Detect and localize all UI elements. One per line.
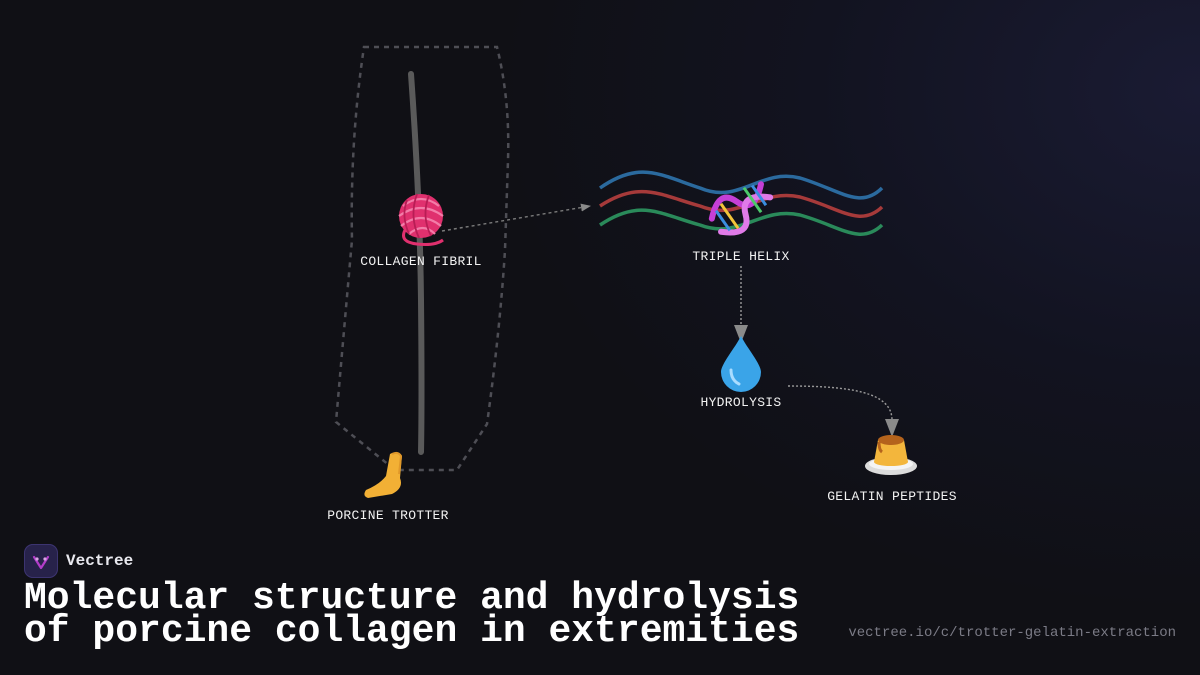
hydrolysis-label: HYDROLYSIS	[700, 395, 782, 410]
custard-pudding-icon	[865, 435, 917, 475]
arrowhead-to-hydrolysis	[734, 325, 748, 343]
source-url[interactable]: vectree.io/c/trotter-gelatin-extraction	[848, 625, 1176, 641]
helix-strand-green	[599, 208, 884, 236]
triple-helix-label: TRIPLE HELIX	[692, 249, 790, 264]
connector-fibril-to-helix	[441, 203, 591, 232]
dna-icon	[708, 181, 774, 236]
collagen-fibril-strand	[408, 71, 425, 455]
foot-icon	[364, 451, 403, 498]
arrowhead-to-gelatin	[885, 419, 899, 437]
water-droplet-icon	[721, 336, 761, 392]
trotter-outline	[334, 45, 510, 472]
vectree-logo-icon	[24, 544, 58, 578]
porcine-trotter-label: PORCINE TROTTER	[327, 508, 449, 523]
helix-strand-blue	[598, 170, 884, 200]
page-title: Molecular structure and hydrolysis of po…	[24, 577, 800, 653]
yarn-ball-icon	[398, 193, 444, 246]
brand: Vectree	[24, 544, 133, 578]
collagen-fibril-label: COLLAGEN FIBRIL	[360, 254, 482, 269]
brand-name: Vectree	[66, 552, 134, 570]
gelatin-peptides-label: GELATIN PEPTIDES	[827, 489, 957, 504]
